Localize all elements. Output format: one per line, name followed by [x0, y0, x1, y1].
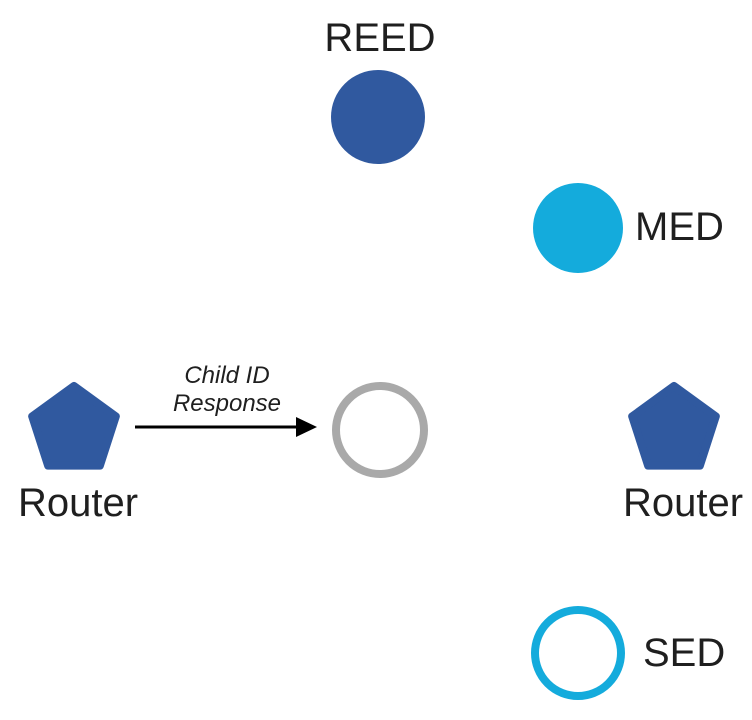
child-id-response-label: Child ID Response: [173, 362, 281, 418]
router-right-pentagon: [628, 382, 720, 470]
sed-node-circle: [531, 606, 625, 700]
unjoined-child-circle: [332, 382, 428, 478]
router-left-label: Router: [17, 481, 139, 525]
child-id-response-arrowhead: [296, 417, 317, 437]
router-left-pentagon: [28, 382, 120, 470]
med-node-circle: [533, 183, 623, 273]
reed-node-circle: [331, 70, 425, 164]
sed-node-label: SED: [643, 631, 726, 675]
child-id-response-label-line1: Child ID: [184, 362, 270, 389]
med-node-label: MED: [635, 205, 724, 249]
reed-node-label: REED: [324, 16, 436, 60]
child-id-response-label-line2: Response: [172, 390, 282, 417]
router-right-label: Router: [622, 481, 744, 525]
